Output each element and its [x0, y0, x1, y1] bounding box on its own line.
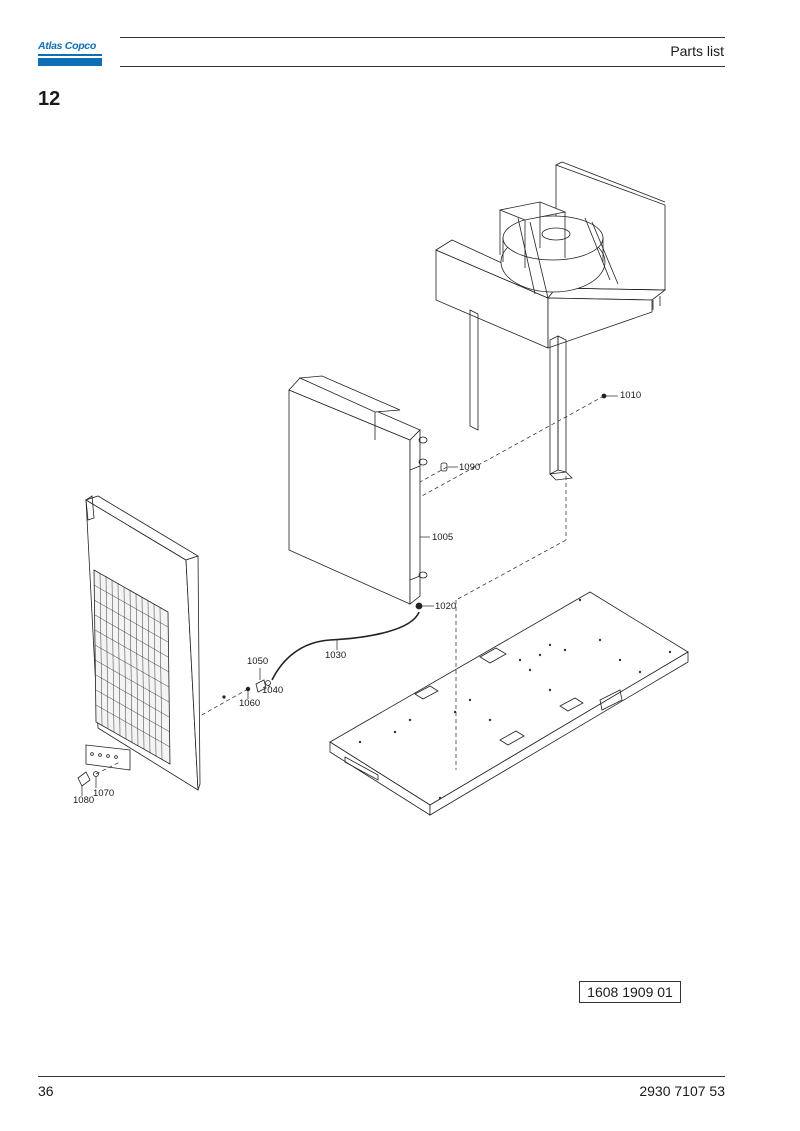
- header-title: Parts list: [670, 43, 724, 59]
- callout-1010: 1010: [620, 390, 641, 401]
- fan-unit: [435, 161, 667, 481]
- callout-1080: 1080: [73, 795, 94, 806]
- callout-1070: 1070: [93, 788, 114, 799]
- section-number: 12: [38, 88, 61, 110]
- document-number: 2930 7107 53: [639, 1083, 725, 1099]
- door-panel: [85, 495, 201, 791]
- callout-1090: 1090: [459, 462, 480, 473]
- atlas-copco-logo: Atlas Copco: [38, 36, 102, 68]
- page-number: 36: [38, 1083, 54, 1099]
- callout-1005: 1005: [432, 532, 453, 543]
- header-rule-top: [120, 37, 725, 38]
- footer-rule: [38, 1076, 725, 1077]
- base-plate: [329, 591, 689, 816]
- figure-id-box: 1608 1909 01: [579, 981, 681, 1003]
- callout-1060: 1060: [239, 698, 260, 709]
- assembly-lines: [95, 395, 605, 775]
- cable-1030: [271, 611, 420, 681]
- leader-lines: [81, 395, 618, 796]
- callout-1030: 1030: [325, 650, 346, 661]
- cabinet-1005: [288, 375, 428, 605]
- header-rule-bottom: [120, 66, 725, 67]
- callout-1020: 1020: [435, 601, 456, 612]
- callout-1050: 1050: [247, 656, 268, 667]
- logo-bar: [38, 54, 102, 66]
- logo-wordmark: Atlas Copco: [38, 40, 96, 52]
- callout-1040: 1040: [262, 685, 283, 696]
